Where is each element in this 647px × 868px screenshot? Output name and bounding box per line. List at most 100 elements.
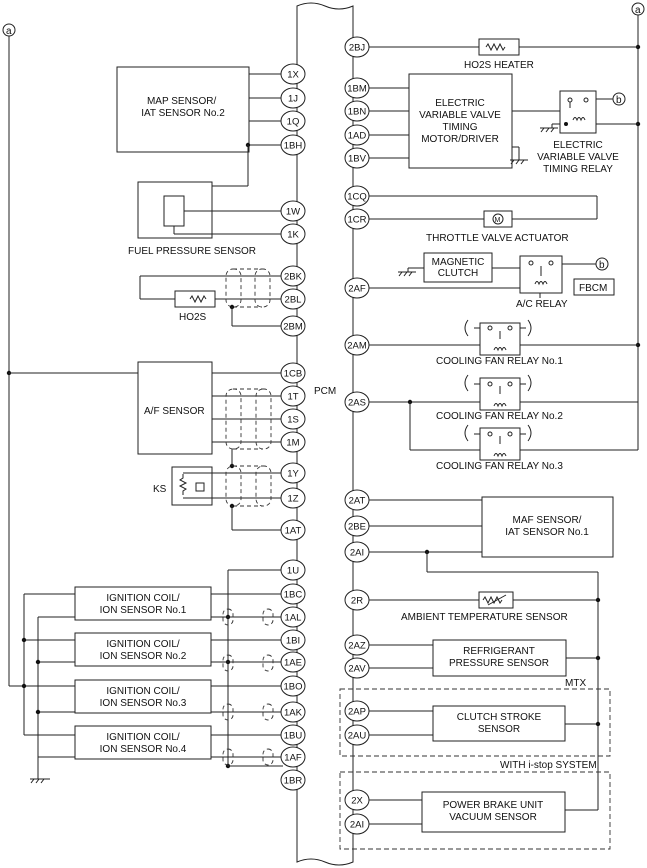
- mtx-label: MTX: [565, 678, 586, 689]
- pin-label: 1BN: [348, 107, 367, 118]
- left-pin-2bm: 2BM: [280, 315, 306, 337]
- pin-circle: [280, 487, 306, 509]
- pin-circle: [344, 515, 370, 537]
- ambient-sensor-label: AMBIENT TEMPERATURE SENSOR: [401, 612, 568, 623]
- map-sensor-box: [116, 66, 250, 153]
- left-pin-1bu: 1BU: [280, 724, 306, 746]
- pin-circle: [344, 789, 370, 811]
- refrigerant-sensor-box: [432, 639, 567, 677]
- right-pin-2az: 2AZ: [344, 634, 370, 656]
- pin-circle: [280, 110, 306, 132]
- left-pin-1bh: 1BH: [280, 134, 306, 156]
- pin-circle: [344, 813, 370, 835]
- right-pin-1bn: 1BN: [344, 100, 370, 122]
- right-pin-2am: 2AM: [344, 334, 370, 356]
- right-pin-2x: 2X: [344, 789, 370, 811]
- pin-label: 1AT: [285, 526, 302, 537]
- pin-circle: [280, 559, 306, 581]
- right-pin-2at: 2AT: [344, 489, 370, 511]
- pin-label: 1W: [286, 207, 300, 218]
- right-pin-1ad: 1AD: [344, 124, 370, 146]
- pin-circle: [280, 87, 306, 109]
- map-sensor-label: MAP SENSOR/ IAT SENSOR No.2: [141, 96, 225, 119]
- fbcm-label: FBCM: [579, 283, 607, 294]
- pin-label: 1BC: [284, 590, 303, 601]
- pin-label: 2AM: [347, 341, 367, 352]
- pin-circle: [344, 334, 370, 356]
- map-sensor-line1: MAP SENSOR/: [147, 96, 216, 107]
- fan-relay-1-label: COOLING FAN RELAY No.1: [436, 356, 563, 367]
- pin-circle: [344, 147, 370, 169]
- pin-circle: [280, 408, 306, 430]
- svg-text:IGNITION COIL/ION SENSOR No.3: IGNITION COIL/ION SENSOR No.3: [100, 686, 187, 709]
- left-pin-1bo: 1BO: [280, 675, 306, 697]
- ignition-coil-4-box: [74, 725, 212, 760]
- pin-circle: [344, 489, 370, 511]
- pin-label: 2AI: [350, 820, 364, 831]
- right-pin-2au: 2AU: [344, 724, 370, 746]
- pin-label: 1BH: [284, 141, 303, 152]
- marker-b-evvt: [612, 92, 626, 106]
- pin-label: 1X: [287, 70, 299, 81]
- pin-label: 1U: [287, 566, 299, 577]
- pin-label: 1T: [287, 392, 298, 403]
- left-pin-1s: 1S: [280, 408, 306, 430]
- pin-circle: [280, 606, 306, 628]
- pin-circle: [344, 700, 370, 722]
- pin-label: 1BO: [283, 682, 302, 693]
- pin-circle: [280, 431, 306, 453]
- fan-relay-3-label: COOLING FAN RELAY No.3: [436, 461, 563, 472]
- pin-label: 1Y: [287, 469, 299, 480]
- left-pin-1t: 1T: [280, 385, 306, 407]
- fan-relay-3-box: [479, 427, 521, 461]
- left-pin-1q: 1Q: [280, 110, 306, 132]
- pin-circle: [280, 701, 306, 723]
- right-pin-2ai: 2AI: [344, 541, 370, 563]
- ignition-coil-2-box: [74, 632, 212, 667]
- left-pin-1k: 1K: [280, 223, 306, 245]
- svg-text:IGNITION COIL/ION SENSOR No.2: IGNITION COIL/ION SENSOR No.2: [100, 639, 187, 662]
- pin-label: 1AD: [348, 131, 367, 142]
- pin-label: 1BM: [347, 84, 367, 95]
- evvt-motor-box: [408, 73, 513, 169]
- left-pin-2bk: 2BK: [280, 265, 306, 287]
- pin-label: 2AP: [348, 707, 366, 718]
- map-sensor-line2: IAT SENSOR No.2: [141, 108, 225, 119]
- left-pin-1w: 1W: [280, 200, 306, 222]
- pin-circle: [344, 541, 370, 563]
- pin-circle: [280, 519, 306, 541]
- pin-circle: [280, 223, 306, 245]
- pin-label: 2BM: [283, 322, 303, 333]
- pin-circle: [280, 724, 306, 746]
- left-pin-1m: 1M: [280, 431, 306, 453]
- pcm-right-pins: 2BJ1BM1BN1AD1BV1CQ1CR2AF2AM2AS2AT2BE2AI2…: [344, 36, 370, 835]
- pin-circle: [344, 77, 370, 99]
- left-pin-1bc: 1BC: [280, 583, 306, 605]
- pin-circle: [344, 391, 370, 413]
- pin-label: 1AL: [285, 613, 302, 624]
- pin-circle: [344, 124, 370, 146]
- pin-label: 2BE: [348, 522, 366, 533]
- pin-circle: [344, 100, 370, 122]
- istop-label: WITH i-stop SYSTEM: [500, 760, 597, 771]
- pin-label: 1AE: [284, 658, 302, 669]
- pin-circle: [280, 746, 306, 768]
- af-sensor-box: [137, 361, 213, 455]
- pin-circle: [280, 462, 306, 484]
- pin-circle: [344, 657, 370, 679]
- left-pin-1at: 1AT: [280, 519, 306, 541]
- pin-circle: [280, 629, 306, 651]
- af-sensor-label: A/F SENSOR: [144, 406, 205, 417]
- pin-label: 1CB: [284, 369, 302, 380]
- pin-label: 1BR: [284, 776, 303, 787]
- ac-relay-label: A/C RELAY: [516, 299, 568, 310]
- pin-label: 2BL: [285, 295, 302, 306]
- pin-circle: [280, 288, 306, 310]
- pin-label: 2R: [351, 596, 363, 607]
- right-pin-2be: 2BE: [344, 515, 370, 537]
- pin-label: 1J: [288, 94, 298, 105]
- pin-label: 1BV: [348, 154, 367, 165]
